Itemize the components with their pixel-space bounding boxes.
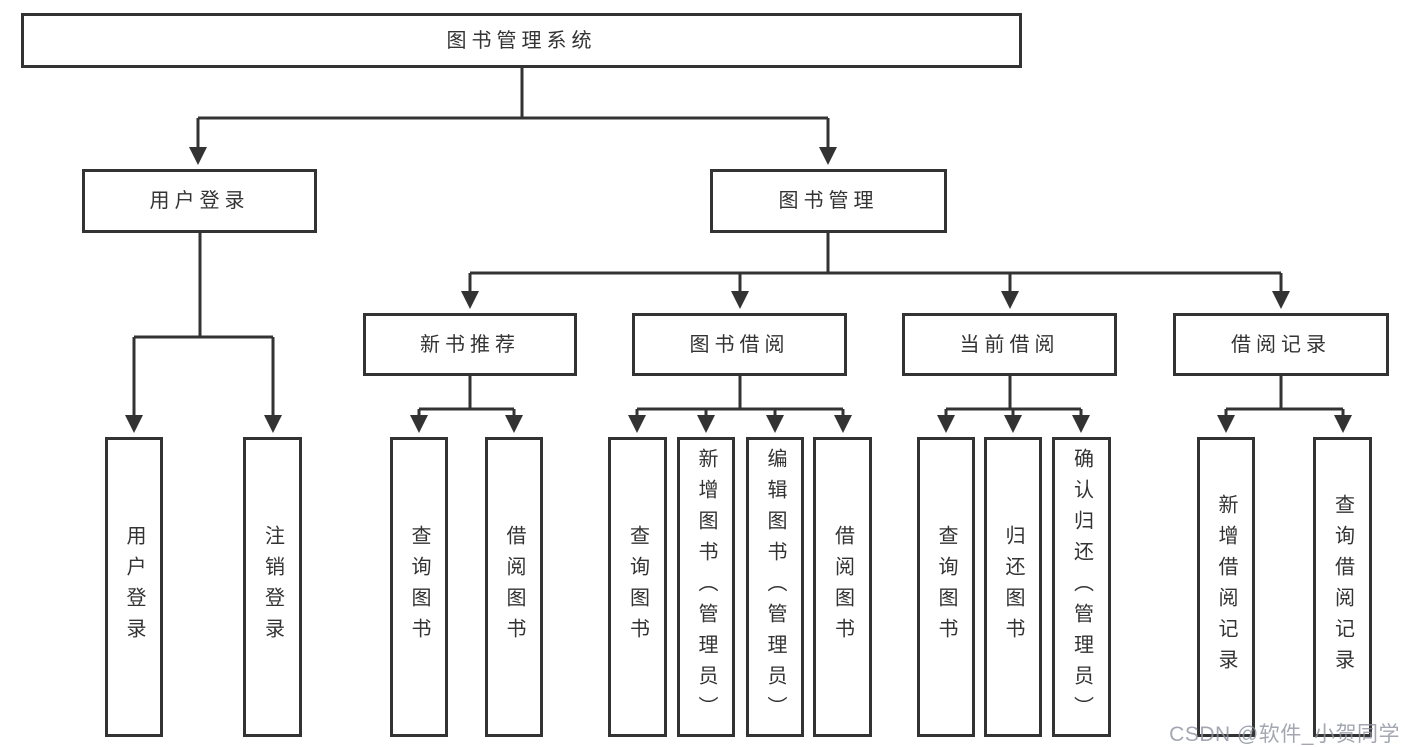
leaf-current-query-label: 查询图书: [935, 525, 957, 649]
leaf-borrow-add: 新增图书（管理员）: [677, 437, 735, 737]
node-book-management: 图书管理: [710, 169, 947, 233]
csdn-watermark: CSDN @软件_小贺同学: [1169, 723, 1400, 746]
leaf-records-query-label: 查询借阅记录: [1331, 494, 1354, 680]
leaf-borrow-borrow-label: 借阅图书: [831, 525, 854, 649]
leaf-current-query: 查询图书: [917, 437, 975, 737]
leaf-logout-label: 注销登录: [261, 525, 284, 649]
leaf-newbook-query-label: 查询图书: [408, 525, 430, 649]
leaf-records-query: 查询借阅记录: [1313, 437, 1372, 737]
leaf-borrow-add-label: 新增图书（管理员）: [695, 447, 717, 727]
leaf-newbook-borrow: 借阅图书: [485, 437, 543, 737]
node-book-management-label: 图书管理: [778, 190, 879, 212]
node-user-login-label: 用户登录: [149, 190, 250, 212]
leaf-newbook-query: 查询图书: [390, 437, 448, 737]
leaf-current-return-label: 归还图书: [1002, 525, 1024, 649]
node-book-borrow-label: 图书借阅: [689, 333, 790, 356]
leaf-current-confirm: 确认归还（管理员）: [1052, 437, 1111, 737]
node-borrow-records: 借阅记录: [1173, 313, 1389, 376]
leaf-user-login-label: 用户登录: [123, 525, 145, 649]
leaf-borrow-edit-label: 编辑图书（管理员）: [764, 447, 786, 727]
leaf-current-return: 归还图书: [984, 437, 1042, 737]
node-new-books: 新书推荐: [363, 313, 577, 376]
leaf-records-add: 新增借阅记录: [1197, 437, 1255, 737]
leaf-newbook-borrow-label: 借阅图书: [503, 525, 525, 649]
leaf-logout: 注销登录: [243, 437, 302, 737]
leaf-user-login: 用户登录: [105, 437, 163, 737]
node-borrow-records-label: 借阅记录: [1231, 333, 1331, 356]
node-new-books-label: 新书推荐: [420, 333, 520, 356]
leaf-borrow-query: 查询图书: [608, 437, 667, 737]
leaf-borrow-edit: 编辑图书（管理员）: [746, 437, 804, 737]
node-current-borrow: 当前借阅: [902, 313, 1117, 376]
node-root-label: 图书管理系统: [446, 29, 597, 52]
node-current-borrow-label: 当前借阅: [959, 333, 1060, 356]
leaf-records-add-label: 新增借阅记录: [1215, 494, 1237, 680]
node-user-login: 用户登录: [82, 169, 317, 233]
leaf-borrow-borrow: 借阅图书: [813, 437, 872, 737]
leaf-borrow-query-label: 查询图书: [626, 525, 649, 649]
node-root: 图书管理系统: [21, 13, 1022, 68]
leaf-current-confirm-label: 确认归还（管理员）: [1070, 447, 1093, 727]
node-book-borrow: 图书借阅: [632, 313, 847, 376]
